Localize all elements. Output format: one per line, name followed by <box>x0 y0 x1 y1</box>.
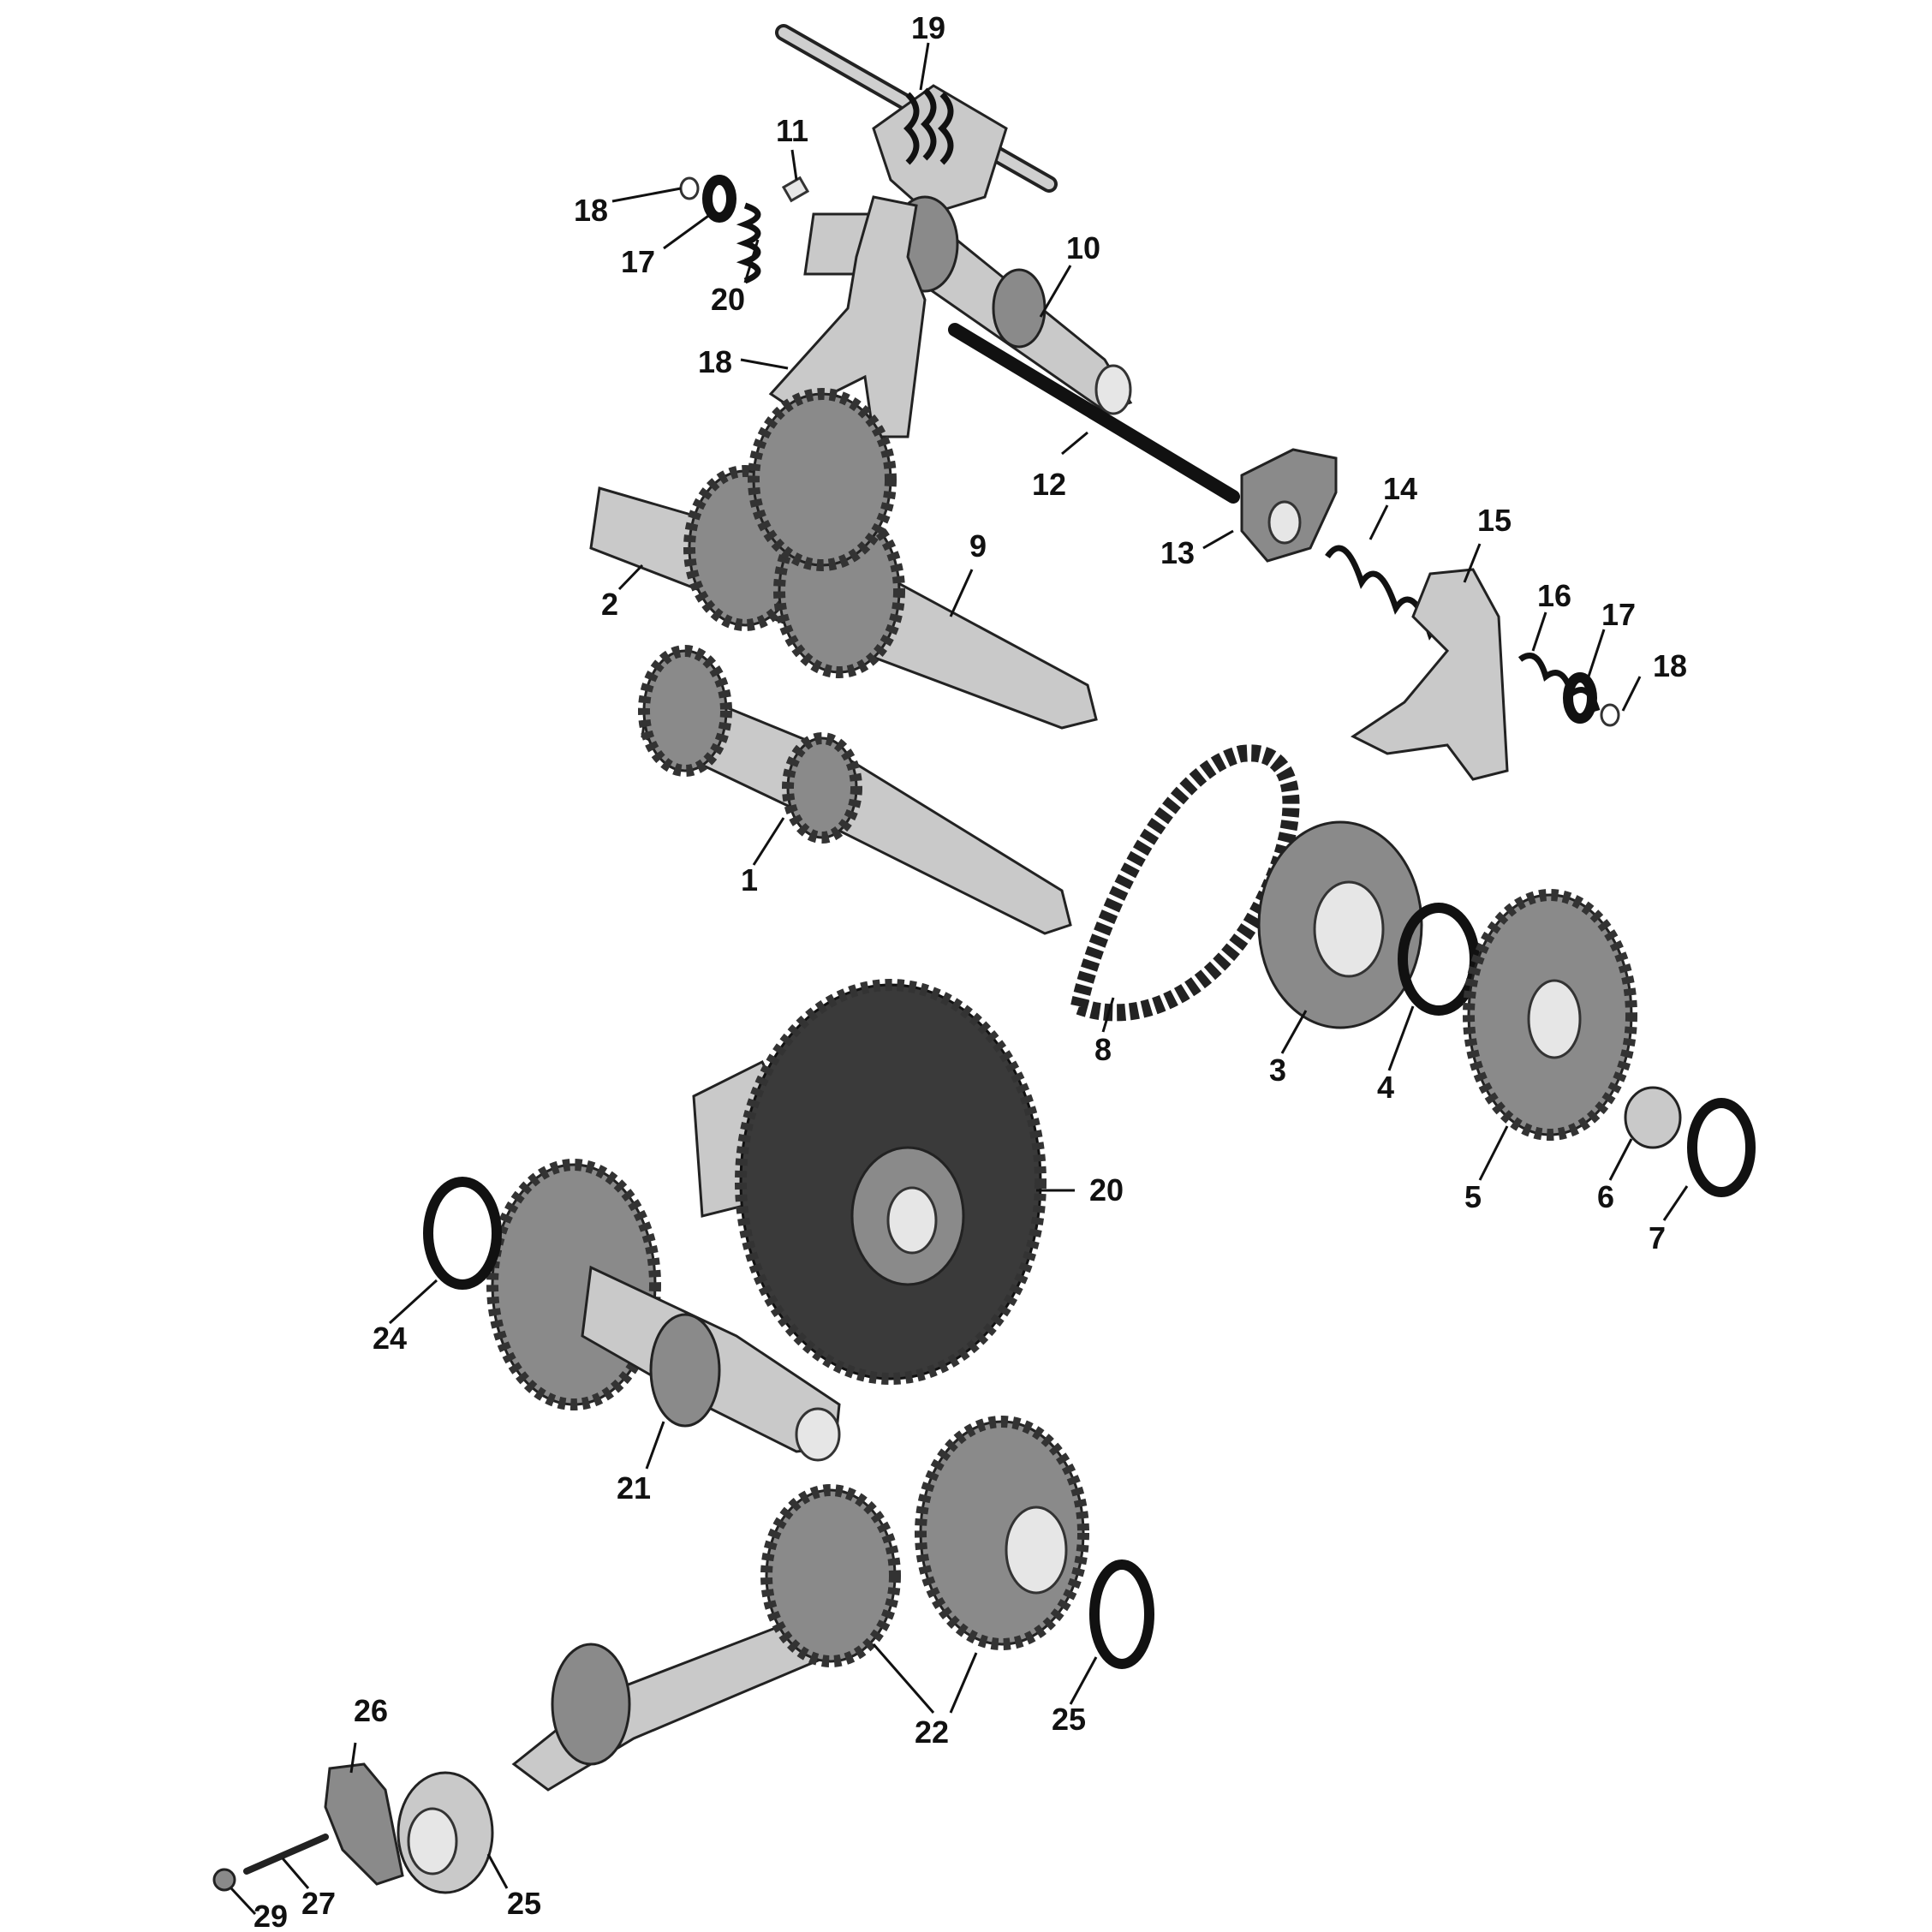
shift-cam-part-13[interactable] <box>1240 448 1338 563</box>
gear-part-5[interactable] <box>1463 889 1637 1141</box>
callout-12: 12 <box>1032 467 1066 502</box>
callout-18-right-label: 18 <box>1653 648 1687 683</box>
callout-15: 15 <box>1477 503 1512 538</box>
callout-11: 11 <box>776 113 808 148</box>
input-shaft-part-1[interactable] <box>638 645 1072 935</box>
circlip-part-18-right[interactable] <box>1600 703 1620 727</box>
chain-part-8[interactable] <box>1069 744 1300 1022</box>
callout-27: 26 <box>354 1693 388 1728</box>
sprocket-part-3[interactable] <box>1257 820 1423 1029</box>
callout-13: 13 <box>1160 535 1195 570</box>
callout-1: 1 <box>741 862 758 897</box>
callout-9: 9 <box>969 528 987 564</box>
callout-21: 19 <box>911 10 945 45</box>
callout-20: 20 <box>711 282 745 317</box>
callout-7: 7 <box>1649 1220 1666 1255</box>
callout-19-label: 18 <box>698 344 732 379</box>
callout-24: 22 <box>915 1714 949 1750</box>
intermediate-gear-part-22[interactable] <box>692 979 1046 1385</box>
callout-6: 6 <box>1597 1179 1614 1214</box>
spring-part-20[interactable] <box>736 202 761 284</box>
fork-part-15[interactable] <box>1351 568 1509 781</box>
rod-part-28[interactable] <box>243 1834 329 1875</box>
callout-22-label: 20 <box>1089 1172 1124 1208</box>
callout-17-right: 17 <box>1601 597 1636 632</box>
shift-shaft-part-21[interactable] <box>775 24 1058 216</box>
callout-2: 2 <box>601 587 618 622</box>
gear-cluster-part-2[interactable] <box>748 388 897 571</box>
callout-29: 29 <box>253 1899 288 1932</box>
washer-part-25-left[interactable] <box>423 1177 502 1290</box>
washer-part-25-right[interactable] <box>1089 1559 1154 1669</box>
callout-5: 5 <box>1464 1179 1482 1214</box>
bushing-part-6[interactable] <box>1624 1086 1682 1149</box>
callout-17-top: 17 <box>621 244 655 279</box>
washer-part-17-right[interactable] <box>1563 672 1597 724</box>
fork-part-19[interactable] <box>768 195 927 438</box>
output-shaft-part-24[interactable] <box>511 1416 1089 1792</box>
intermediate-gear-part-23[interactable] <box>486 1159 841 1462</box>
callout-4: 4 <box>1377 1070 1394 1105</box>
screw-part-29[interactable] <box>212 1868 236 1892</box>
washer-part-17-top[interactable] <box>702 175 736 223</box>
callout-26: 25 <box>507 1886 541 1921</box>
callout-labels: 19 11 18 17 20 10 18 12 13 14 15 16 17 1… <box>253 10 1687 1932</box>
fork-part-27[interactable] <box>324 1762 404 1886</box>
callout-25-right: 25 <box>1052 1702 1086 1737</box>
callout-18-top: 18 <box>574 193 608 228</box>
fork-rod-part-12[interactable] <box>948 323 1240 504</box>
callout-23: 21 <box>617 1470 651 1506</box>
pin-part-11[interactable] <box>781 176 810 203</box>
callout-10: 10 <box>1066 230 1100 265</box>
callout-14: 14 <box>1383 471 1417 506</box>
leader-lines <box>230 42 1689 1916</box>
callout-28: 27 <box>301 1886 336 1921</box>
callout-16: 16 <box>1537 578 1571 613</box>
coupler-part-26[interactable] <box>397 1771 494 1894</box>
callout-25-left-label: 24 <box>373 1321 407 1356</box>
callout-3: 3 <box>1269 1052 1286 1088</box>
callout-8: 8 <box>1094 1032 1112 1067</box>
circlip-part-18-top[interactable] <box>679 176 700 200</box>
washer-part-7[interactable] <box>1687 1098 1756 1197</box>
